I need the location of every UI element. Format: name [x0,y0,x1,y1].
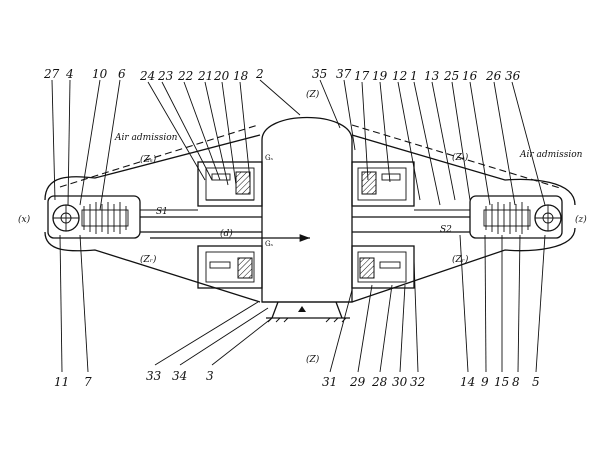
leader-lines [51,79,546,373]
bottom-number-labels: 11 7 33 34 3 31 29 28 30 32 14 9 15 8 5 [54,369,540,389]
label-26: 26 [485,69,502,83]
label-12: 12 [392,69,407,83]
label-32: 32 [410,375,425,389]
top-number-labels: 27 4 10 6 24 23 22 21 20 18 2 35 37 17 1… [43,67,521,83]
label-s2: S2 [440,225,452,235]
label-24: 24 [139,69,155,83]
annotation-labels: (Z) (Z) (x) (z) Air admission Air admiss… [18,89,587,365]
label-1: 1 [410,69,418,83]
label-air-left: Air admission [114,133,178,143]
label-8: 8 [512,375,520,389]
label-20: 20 [213,69,230,83]
label-zs-right: (Zₛ) [452,152,469,163]
label-19: 19 [372,69,388,83]
label-21: 21 [197,69,213,83]
label-9: 9 [481,375,489,389]
gear-box-lower-left [197,245,263,289]
label-11: 11 [54,375,69,389]
label-5: 5 [532,375,540,389]
label-zs-left: (Zₛ) [140,154,157,165]
label-g-top: Gₛ [265,154,274,162]
outer-outline [44,124,576,303]
label-z-top: (Z) [306,89,320,100]
label-25: 25 [443,69,459,83]
label-13: 13 [424,69,440,83]
central-drum [261,116,353,323]
label-14: 14 [460,375,475,389]
label-28: 28 [371,375,388,389]
label-g-bot: Gₛ [265,240,274,248]
label-17: 17 [354,69,370,83]
label-air-right: Air admission [519,150,583,160]
label-27: 27 [43,67,60,81]
label-z-bottom: (Z) [306,354,320,365]
label-29: 29 [349,375,366,389]
label-37: 37 [336,67,352,81]
label-23: 23 [157,69,174,83]
label-3: 3 [206,369,214,383]
label-2: 2 [255,67,264,81]
label-x-left: (x) [18,214,31,225]
label-zr-left: (Zᵣ) [140,254,157,265]
label-zr-right: (Zᵣ) [452,254,469,265]
gear-box-upper-right [351,161,415,207]
label-z-right: (z) [575,214,587,225]
label-15: 15 [494,375,509,389]
left-engine-unit [47,195,262,239]
label-36: 36 [505,69,521,83]
label-d: (d) [220,228,233,239]
gear-box-upper-left [197,161,263,207]
label-s1: S1 [156,207,168,217]
label-31: 31 [322,375,337,389]
label-33: 33 [146,369,162,383]
label-34: 34 [172,369,187,383]
label-30: 30 [392,375,408,389]
right-engine-unit [352,195,563,239]
label-10: 10 [92,67,108,81]
label-6: 6 [118,67,126,81]
gear-box-lower-right [351,245,415,289]
label-22: 22 [177,69,193,83]
label-18: 18 [233,69,249,83]
label-16: 16 [462,69,478,83]
label-7: 7 [84,375,92,389]
label-4: 4 [65,67,74,81]
label-35: 35 [312,67,327,81]
